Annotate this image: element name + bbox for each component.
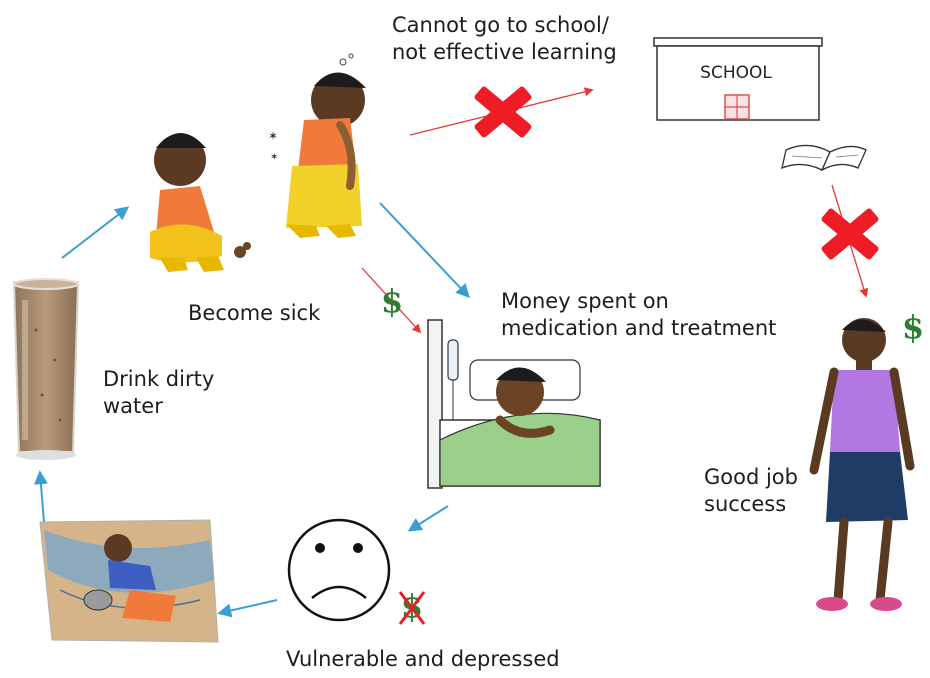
arrow-sick-to-money — [379, 202, 470, 299]
arrow-water-to-glass — [33, 470, 48, 523]
svg-text:✶: ✶ — [270, 152, 278, 163]
arrow-sad-to-water — [217, 599, 278, 618]
water-collecting-girl-icon — [39, 519, 219, 643]
sick-child-icon — [150, 133, 251, 272]
vulnerable-label: Vulnerable and depressed — [286, 647, 560, 671]
cross-icon — [821, 208, 879, 260]
vomiting-girl-icon: ✶ ✶ — [268, 53, 366, 238]
school-building-icon — [653, 37, 823, 121]
successful-woman-icon — [809, 318, 915, 611]
arrow-hospital-to-sad — [407, 505, 449, 532]
dollar-icon: $ — [381, 282, 403, 320]
good-job-label: Good job success — [704, 465, 798, 516]
drink-dirty-water-label: Drink dirty water — [103, 367, 215, 418]
cross-icon — [474, 86, 532, 138]
arrow-sick-to-hospital — [361, 267, 422, 334]
money-spent-label: Money spent on medication and treatment — [501, 289, 777, 340]
arrow-glass-to-sick — [61, 206, 130, 259]
crossed-dollar-icon: $ — [398, 587, 426, 625]
become-sick-label: Become sick — [188, 301, 321, 325]
dirty-water-glass-icon — [12, 278, 80, 460]
sad-face-icon — [287, 518, 391, 622]
school-sign-text: SCHOOL — [700, 63, 772, 83]
school-barrier-label: Cannot go to school/ not effective learn… — [392, 13, 617, 64]
hospital-bed-icon — [427, 319, 601, 489]
dollar-icon: $ — [902, 308, 924, 346]
open-book-icon — [781, 144, 867, 172]
flow-arrows — [33, 202, 470, 618]
svg-text:✶: ✶ — [268, 129, 278, 143]
